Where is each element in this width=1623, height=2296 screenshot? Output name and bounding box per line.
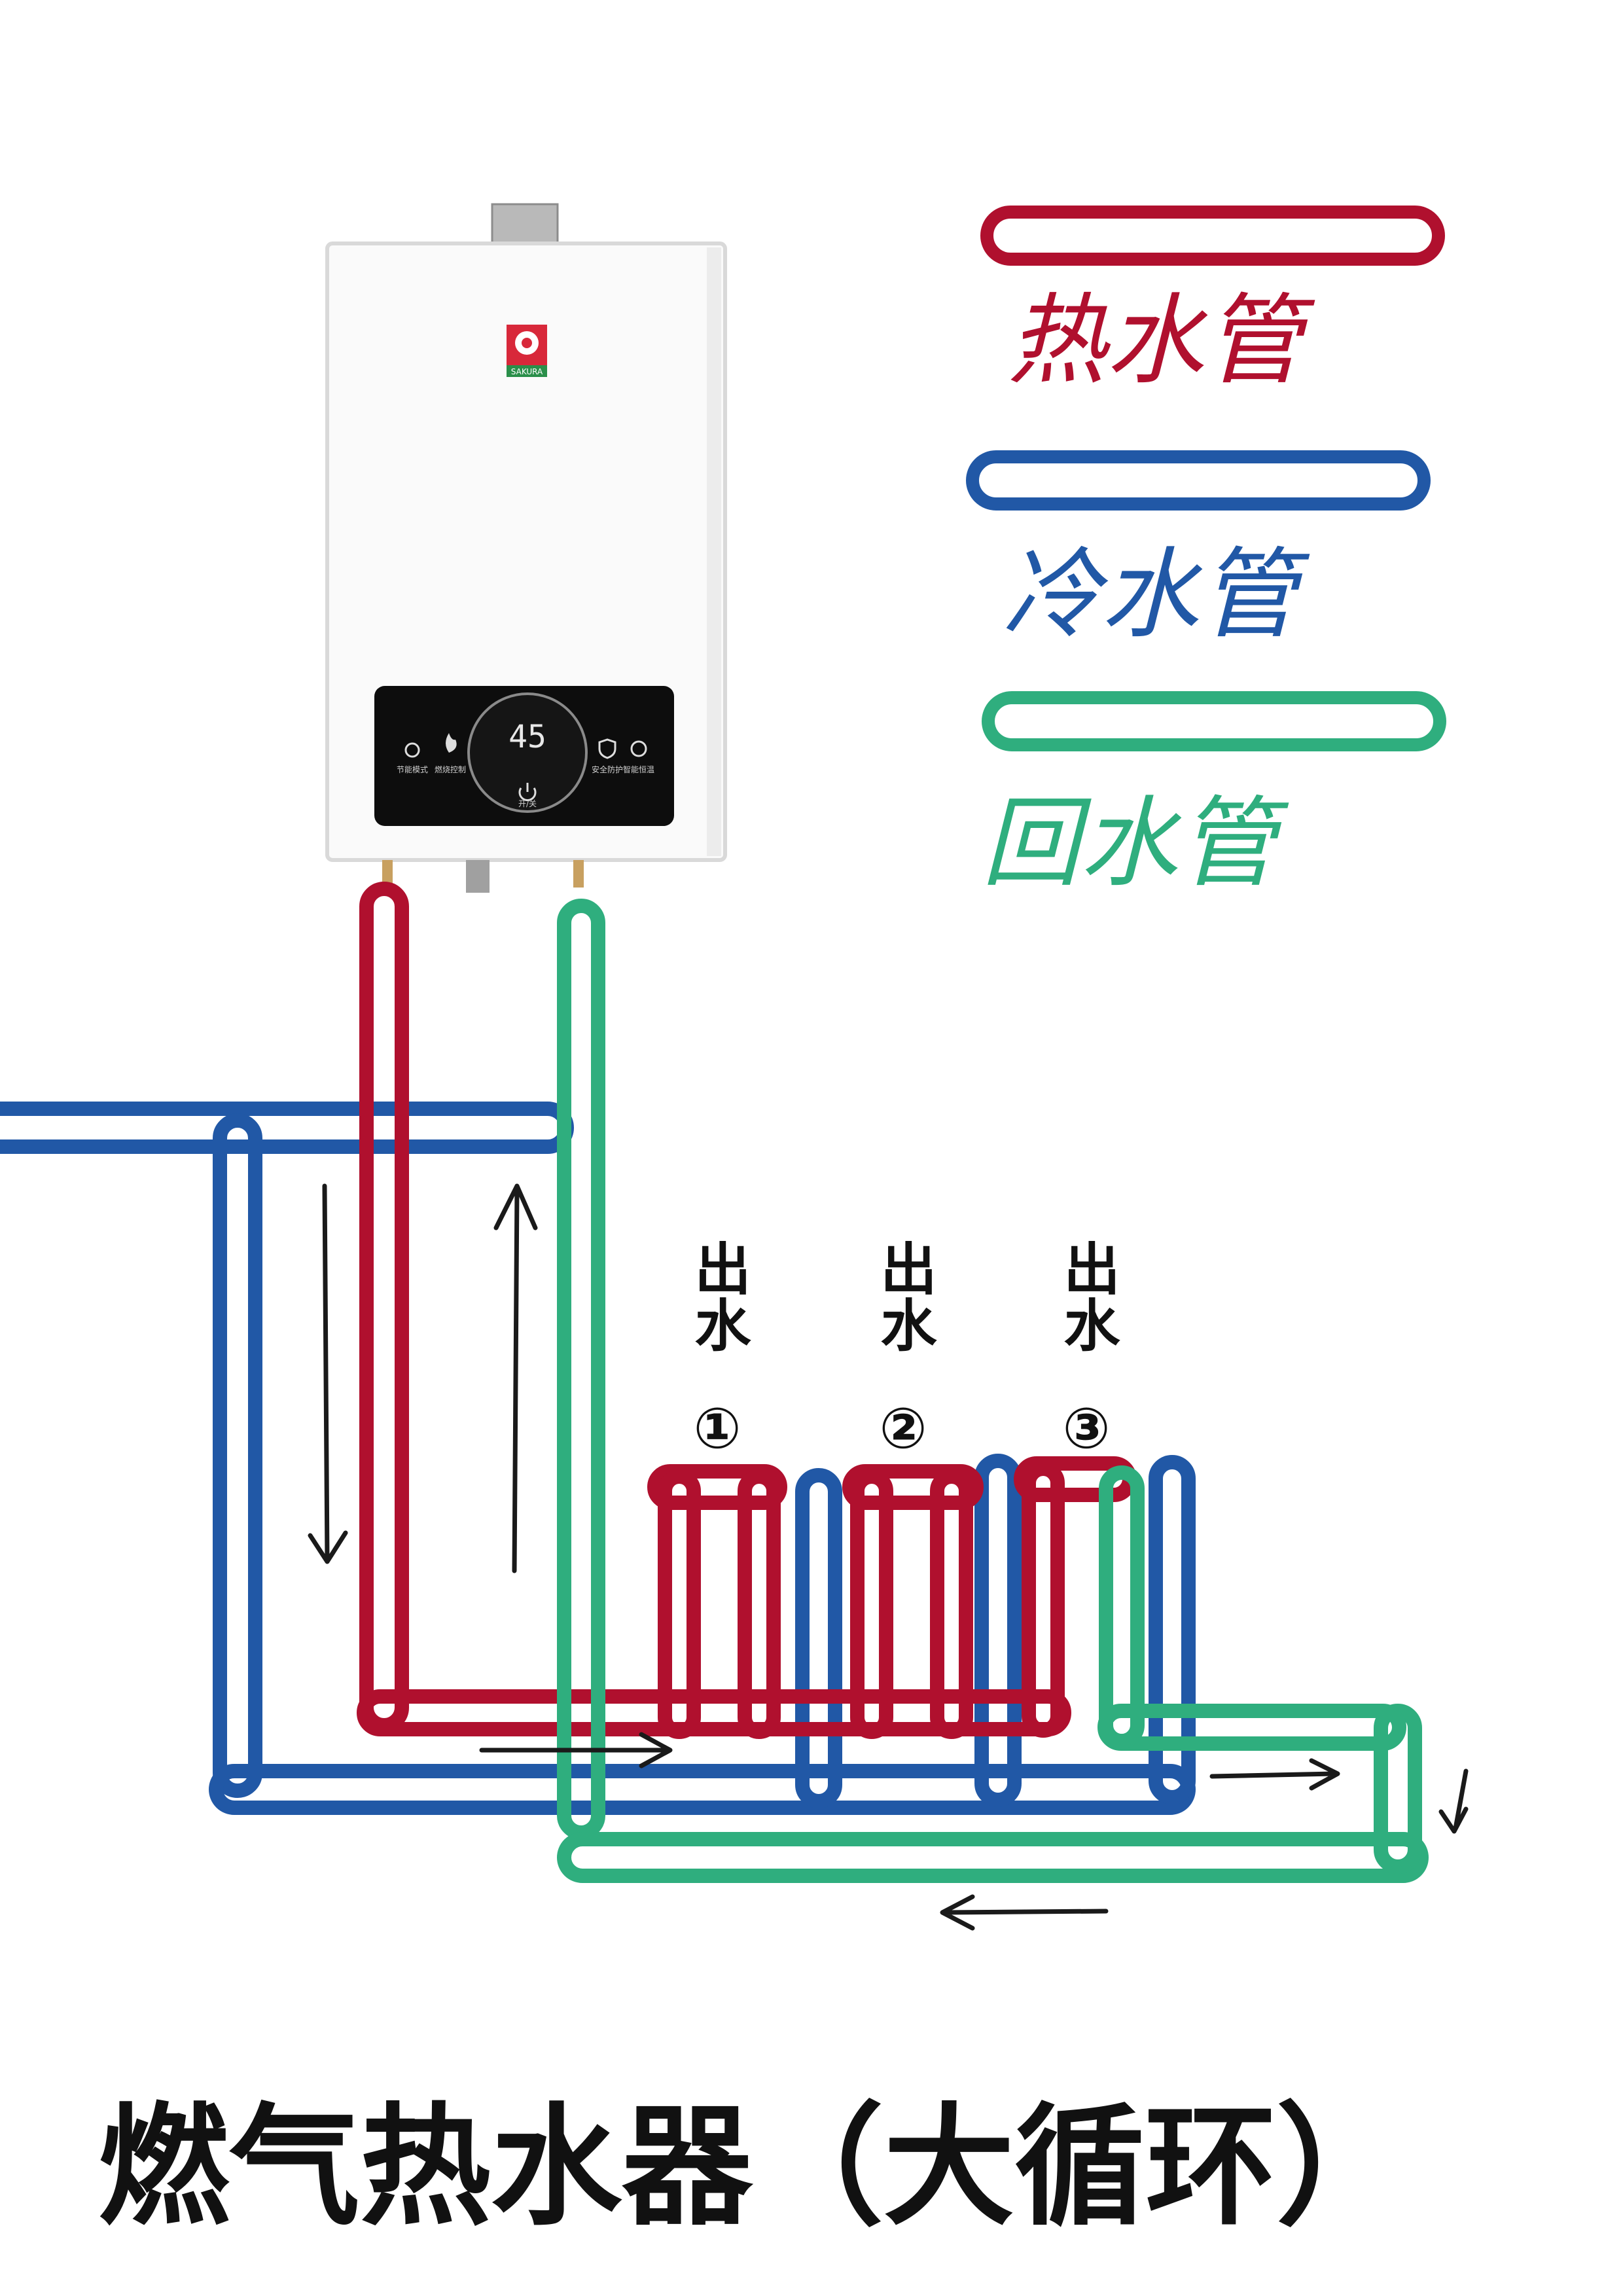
outlet-2-label: 出水 — [870, 1240, 936, 1352]
flame-icon — [446, 733, 457, 753]
panel-label-left-1: 节能模式 — [397, 765, 428, 774]
panel-label-left-2: 燃烧控制 — [435, 764, 466, 774]
hot-branch-2-top — [842, 1464, 984, 1510]
hot-pipes — [357, 882, 1137, 1739]
hot-outlet-fitting — [382, 860, 393, 888]
hot-branch-3-left — [1022, 1462, 1065, 1738]
arrow-down-left — [308, 1183, 348, 1564]
legend-cold-swatch — [966, 450, 1431, 511]
legend-hot-swatch — [980, 206, 1445, 266]
arrow-left-return — [940, 1894, 1109, 1931]
legend-hot-label: 热水管 — [1008, 284, 1315, 398]
cold-drop-1 — [795, 1468, 842, 1808]
hot-branch-1-left — [658, 1469, 701, 1739]
heater-side-shade — [707, 247, 721, 856]
arrow-down-right — [1438, 1768, 1469, 1834]
thermostat-icon — [630, 740, 647, 757]
cold-riser — [213, 1113, 262, 1798]
legend-return-swatch — [982, 691, 1446, 751]
legend-return-label: 回水管 — [982, 787, 1289, 901]
cold-drop-3 — [1149, 1455, 1196, 1804]
outlet-labels: 出水 ① 出水 ② 出水 ③ — [685, 1240, 1120, 1462]
hot-branch-2-right — [930, 1469, 973, 1739]
power-icon[interactable] — [518, 783, 537, 802]
cold-main-top — [0, 1102, 574, 1154]
brand-label: SAKURA — [511, 367, 543, 376]
shield-icon — [598, 738, 616, 759]
display-temperature: 45 — [508, 719, 546, 755]
outlet-2-number: ② — [880, 1396, 927, 1462]
outlet-3-label: 出水 — [1054, 1240, 1120, 1352]
outlet-1-label: 出水 — [685, 1240, 751, 1352]
flue-pipe — [491, 203, 559, 246]
hot-riser — [359, 882, 409, 1732]
diagram-title: 燃气热水器（大循环） — [98, 2091, 1407, 2244]
outlet-1-number: ① — [694, 1396, 741, 1462]
hot-branch-1-right — [738, 1469, 781, 1739]
arrow-up-middle — [493, 1183, 538, 1573]
return-main-bottom — [557, 1832, 1429, 1883]
legend: 热水管 冷水管 回水管 — [966, 206, 1446, 901]
power-label: 开/关 — [518, 799, 537, 808]
arrow-right-return — [1209, 1758, 1340, 1791]
legend-cold-label: 冷水管 — [1003, 538, 1310, 652]
return-branch-up — [1099, 1465, 1145, 1748]
outlet-3-number: ③ — [1063, 1396, 1111, 1462]
temperature-display — [467, 692, 588, 813]
mode-icon — [404, 742, 420, 758]
water-heater: SAKURA 45 开/关 节能模式 燃烧控制 安全防护 智能恒温 — [325, 203, 727, 893]
gas-inlet-fitting — [466, 860, 490, 893]
panel-label-right-2: 智能恒温 — [623, 764, 654, 774]
hot-branch-2-left — [850, 1469, 893, 1739]
cold-drop-2 — [974, 1454, 1022, 1807]
flow-arrows — [308, 1183, 1469, 1931]
arrow-right-bottom — [479, 1732, 673, 1768]
control-panel: 45 开/关 节能模式 燃烧控制 安全防护 智能恒温 — [374, 686, 674, 826]
return-pipes — [557, 899, 1429, 1883]
cold-main-bottom — [209, 1764, 1196, 1815]
brand-logo: SAKURA — [507, 325, 547, 377]
cold-inlet-fitting — [573, 860, 584, 888]
panel-label-right-1: 安全防护 — [592, 764, 623, 774]
